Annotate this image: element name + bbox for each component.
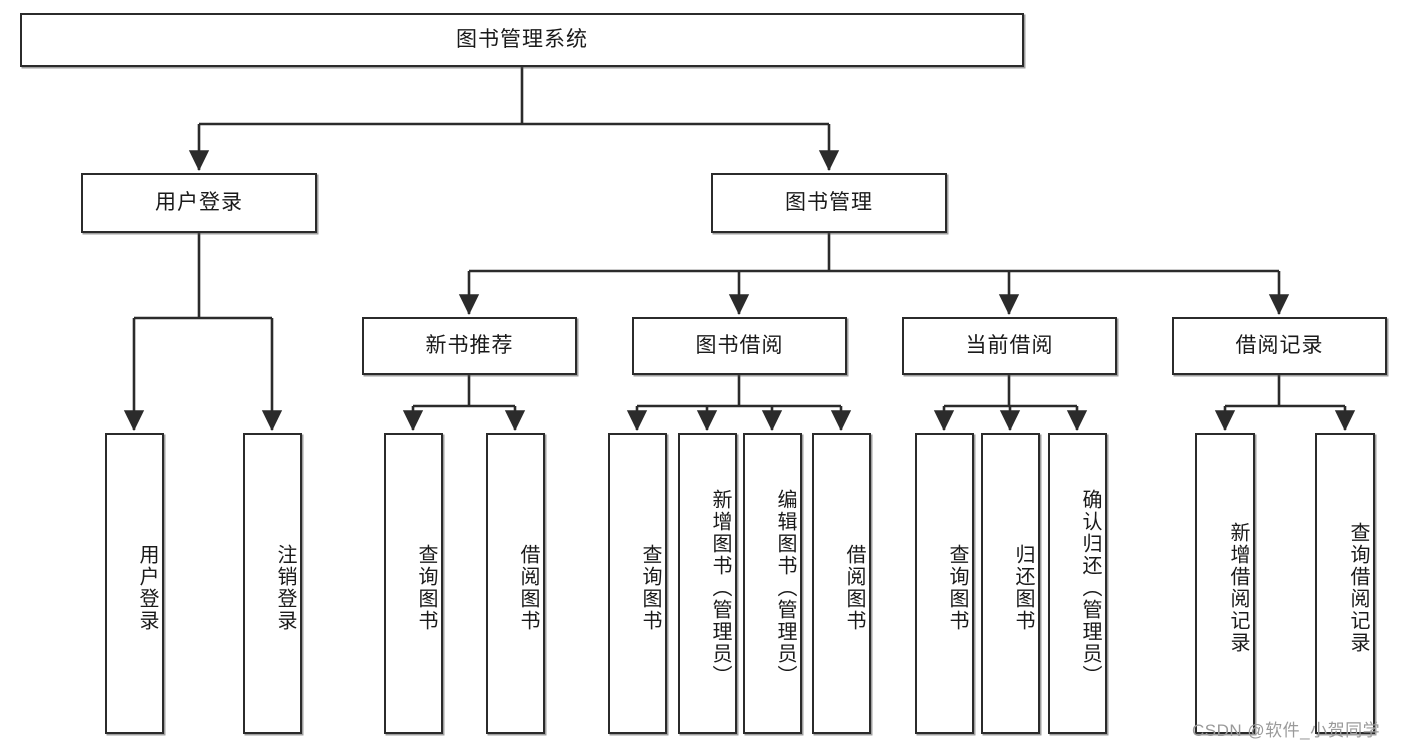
node-user-login[interactable]: 用户登录 <box>81 173 317 233</box>
node-leaf-borrowrecord-query-record[interactable]: 查询借阅记录 <box>1315 433 1375 734</box>
node-label: 当前借阅 <box>965 334 1054 358</box>
node-label: 借阅图书 <box>843 543 865 632</box>
node-label: 图书管理 <box>785 191 873 215</box>
node-label: 借阅记录 <box>1235 334 1324 358</box>
node-leaf-currentborrow-return-book[interactable]: 归还图书 <box>981 433 1040 734</box>
node-label: 查询借阅记录 <box>1347 521 1369 654</box>
node-label: 注销登录 <box>274 543 296 632</box>
node-leaf-user-login[interactable]: 用户登录 <box>105 433 164 734</box>
node-label: 用户登录 <box>155 191 243 215</box>
node-book-management[interactable]: 图书管理 <box>711 173 947 233</box>
node-label: 查询图书 <box>415 543 437 632</box>
node-label: 借阅图书 <box>517 543 539 632</box>
node-label: 新增借阅记录 <box>1227 521 1249 654</box>
node-label: 查询图书 <box>946 543 968 632</box>
node-leaf-logout[interactable]: 注销登录 <box>243 433 302 734</box>
node-label: 图书借阅 <box>695 334 784 358</box>
node-leaf-bookborrow-edit-book[interactable]: 编辑图书（管理员） <box>743 433 802 734</box>
node-borrow-record[interactable]: 借阅记录 <box>1172 317 1387 375</box>
node-label: 查询图书 <box>639 543 661 632</box>
csdn-watermark: CSDN @软件_小贺同学 <box>1192 721 1381 740</box>
node-label: 新书推荐 <box>425 334 514 358</box>
node-root-book-management-system[interactable]: 图书管理系统 <box>20 13 1024 67</box>
node-label: 确认归还（管理员） <box>1079 488 1101 687</box>
node-leaf-borrowrecord-add-record[interactable]: 新增借阅记录 <box>1195 433 1255 734</box>
node-label: 编辑图书（管理员） <box>774 488 796 687</box>
node-leaf-currentborrow-confirm-return[interactable]: 确认归还（管理员） <box>1048 433 1107 734</box>
node-label: 新增图书（管理员） <box>709 488 731 687</box>
node-book-borrow[interactable]: 图书借阅 <box>632 317 847 375</box>
node-label: 图书管理系统 <box>456 28 588 52</box>
node-leaf-currentborrow-query-book[interactable]: 查询图书 <box>915 433 974 734</box>
node-leaf-bookborrow-borrow-book[interactable]: 借阅图书 <box>812 433 871 734</box>
node-leaf-bookborrow-add-book[interactable]: 新增图书（管理员） <box>678 433 737 734</box>
node-leaf-bookborrow-query-book[interactable]: 查询图书 <box>608 433 667 734</box>
node-new-book-recommend[interactable]: 新书推荐 <box>362 317 577 375</box>
node-leaf-newbook-borrow-book[interactable]: 借阅图书 <box>486 433 545 734</box>
node-leaf-newbook-query-book[interactable]: 查询图书 <box>384 433 443 734</box>
node-current-borrow[interactable]: 当前借阅 <box>902 317 1117 375</box>
node-label: 用户登录 <box>136 543 158 632</box>
node-label: 归还图书 <box>1012 543 1034 632</box>
